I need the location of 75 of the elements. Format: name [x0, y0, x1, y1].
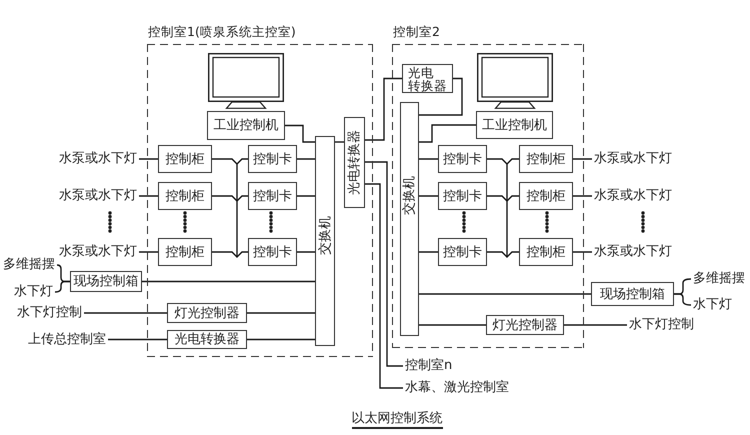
connector-line [419, 293, 591, 295]
connector-line [297, 251, 315, 253]
connector-line [212, 251, 248, 258]
device-box: 工业控制机 [207, 111, 285, 140]
connector-line [212, 158, 248, 165]
device-box: 控制柜 [519, 238, 573, 266]
device-box: 控制卡 [438, 182, 487, 210]
device-box: 控制卡 [438, 145, 487, 173]
device-box: 控制柜 [158, 182, 212, 210]
connector-line [297, 158, 315, 160]
connector-line [564, 324, 627, 326]
device-box: 控制卡 [248, 238, 297, 266]
endpoint-label: 水泵或水下灯 [592, 244, 674, 260]
connector-line [674, 293, 692, 306]
endpoint-label: 水泵或水下灯 [57, 151, 139, 167]
connector-line [419, 158, 438, 160]
connector-line [142, 280, 315, 282]
connector-line [487, 195, 519, 202]
endpoint-label: 多维摇摆 [691, 271, 747, 287]
device-box: 交换机 [315, 136, 335, 346]
device-box: 灯光控制器 [486, 315, 564, 335]
connector-line [212, 195, 248, 202]
connector-line [139, 195, 158, 197]
connector-line [419, 78, 463, 116]
connector-line [419, 195, 438, 197]
endpoint-label: 水泵或水下灯 [57, 244, 139, 260]
device-box: 控制柜 [158, 238, 212, 266]
connector-line [297, 195, 315, 197]
connector-line [54, 280, 70, 293]
device-box: 控制卡 [248, 182, 297, 210]
device-box: 现场控制箱 [70, 271, 142, 292]
device-box: 灯光控制器 [167, 303, 247, 323]
endpoint-label: 水下灯控制 [15, 305, 84, 321]
connector-line [487, 158, 519, 165]
endpoint-label: 多维摇摆 [1, 257, 57, 273]
connector-line [247, 338, 315, 340]
connector-line [487, 251, 519, 258]
connector-line [573, 195, 592, 197]
device-box: 控制柜 [158, 145, 212, 173]
device-box: 控制柜 [519, 145, 573, 173]
connector-line [419, 251, 438, 253]
device-box: 控制柜 [519, 182, 573, 210]
endpoint-label: 控制室n [403, 358, 454, 374]
connector-line [365, 78, 402, 141]
endpoint-label: 上传总控制室 [26, 332, 108, 348]
connector-line [139, 158, 158, 160]
connector-line [365, 161, 403, 367]
connector-line [365, 183, 403, 389]
device-box: 光电转换器 [344, 117, 365, 208]
device-box: 现场控制箱 [591, 282, 674, 306]
device-box: 控制卡 [248, 145, 297, 173]
endpoint-label: 水泵或水下灯 [592, 151, 674, 167]
connector-line [247, 312, 315, 314]
device-box: 光电转换器 [402, 64, 453, 93]
room-title: 控制室1(喷泉系统主控室) [148, 24, 296, 39]
caption: 以太网控制系统 [352, 411, 442, 429]
endpoint-label: 水下灯 [12, 284, 55, 300]
connector-line [573, 251, 592, 253]
connector-line [419, 124, 476, 143]
device-box: 工业控制机 [476, 111, 553, 139]
endpoint-label: 水幕、激光控制室 [403, 380, 511, 396]
endpoint-label: 水下灯 [691, 297, 734, 313]
device-box: 交换机 [400, 102, 419, 336]
device-box: 光电转换器 [167, 330, 247, 349]
connector-line [419, 324, 486, 326]
room-title: 控制室2 [393, 24, 440, 39]
connector-line [573, 158, 592, 160]
connector-line [108, 338, 167, 340]
device-box: 控制卡 [438, 238, 487, 266]
endpoint-label: 水下灯控制 [627, 317, 696, 333]
connector-line [285, 124, 315, 143]
endpoint-label: 水泵或水下灯 [57, 188, 139, 204]
endpoint-label: 水泵或水下灯 [592, 188, 674, 204]
connector-line [84, 312, 167, 314]
connector-line [139, 251, 158, 253]
